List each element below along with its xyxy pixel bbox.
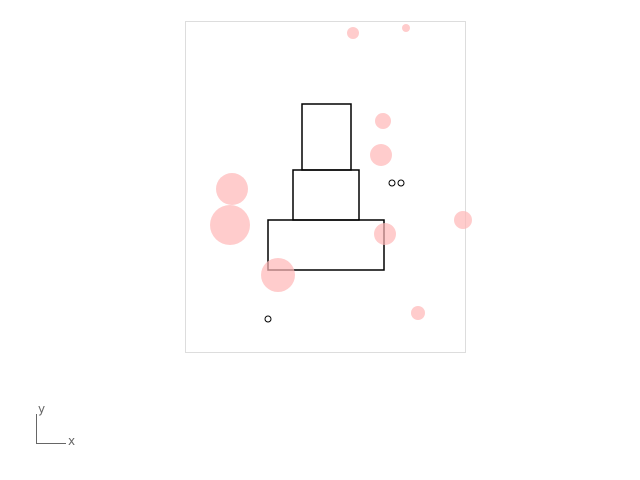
point-marker[interactable] [388, 179, 396, 187]
bottom-block[interactable] [267, 219, 385, 271]
y-axis-label: y [38, 402, 45, 416]
point-marker[interactable] [264, 315, 272, 323]
axes-gizmo: y x [36, 402, 75, 448]
stack-blocks [267, 103, 385, 271]
point-layer [264, 179, 405, 323]
bubble-marker[interactable] [210, 205, 250, 245]
bubble-marker[interactable] [375, 113, 391, 129]
bubble-marker[interactable] [454, 211, 472, 229]
bubble-marker[interactable] [216, 173, 248, 205]
bubble-marker[interactable] [411, 306, 425, 320]
bubble-layer [210, 24, 472, 320]
point-marker[interactable] [397, 179, 405, 187]
bubble-marker[interactable] [402, 24, 410, 32]
bubble-marker[interactable] [347, 27, 359, 39]
bubble-marker[interactable] [374, 223, 396, 245]
bubble-marker[interactable] [261, 258, 295, 292]
x-axis-label: x [68, 434, 75, 448]
bubble-marker[interactable] [370, 144, 392, 166]
